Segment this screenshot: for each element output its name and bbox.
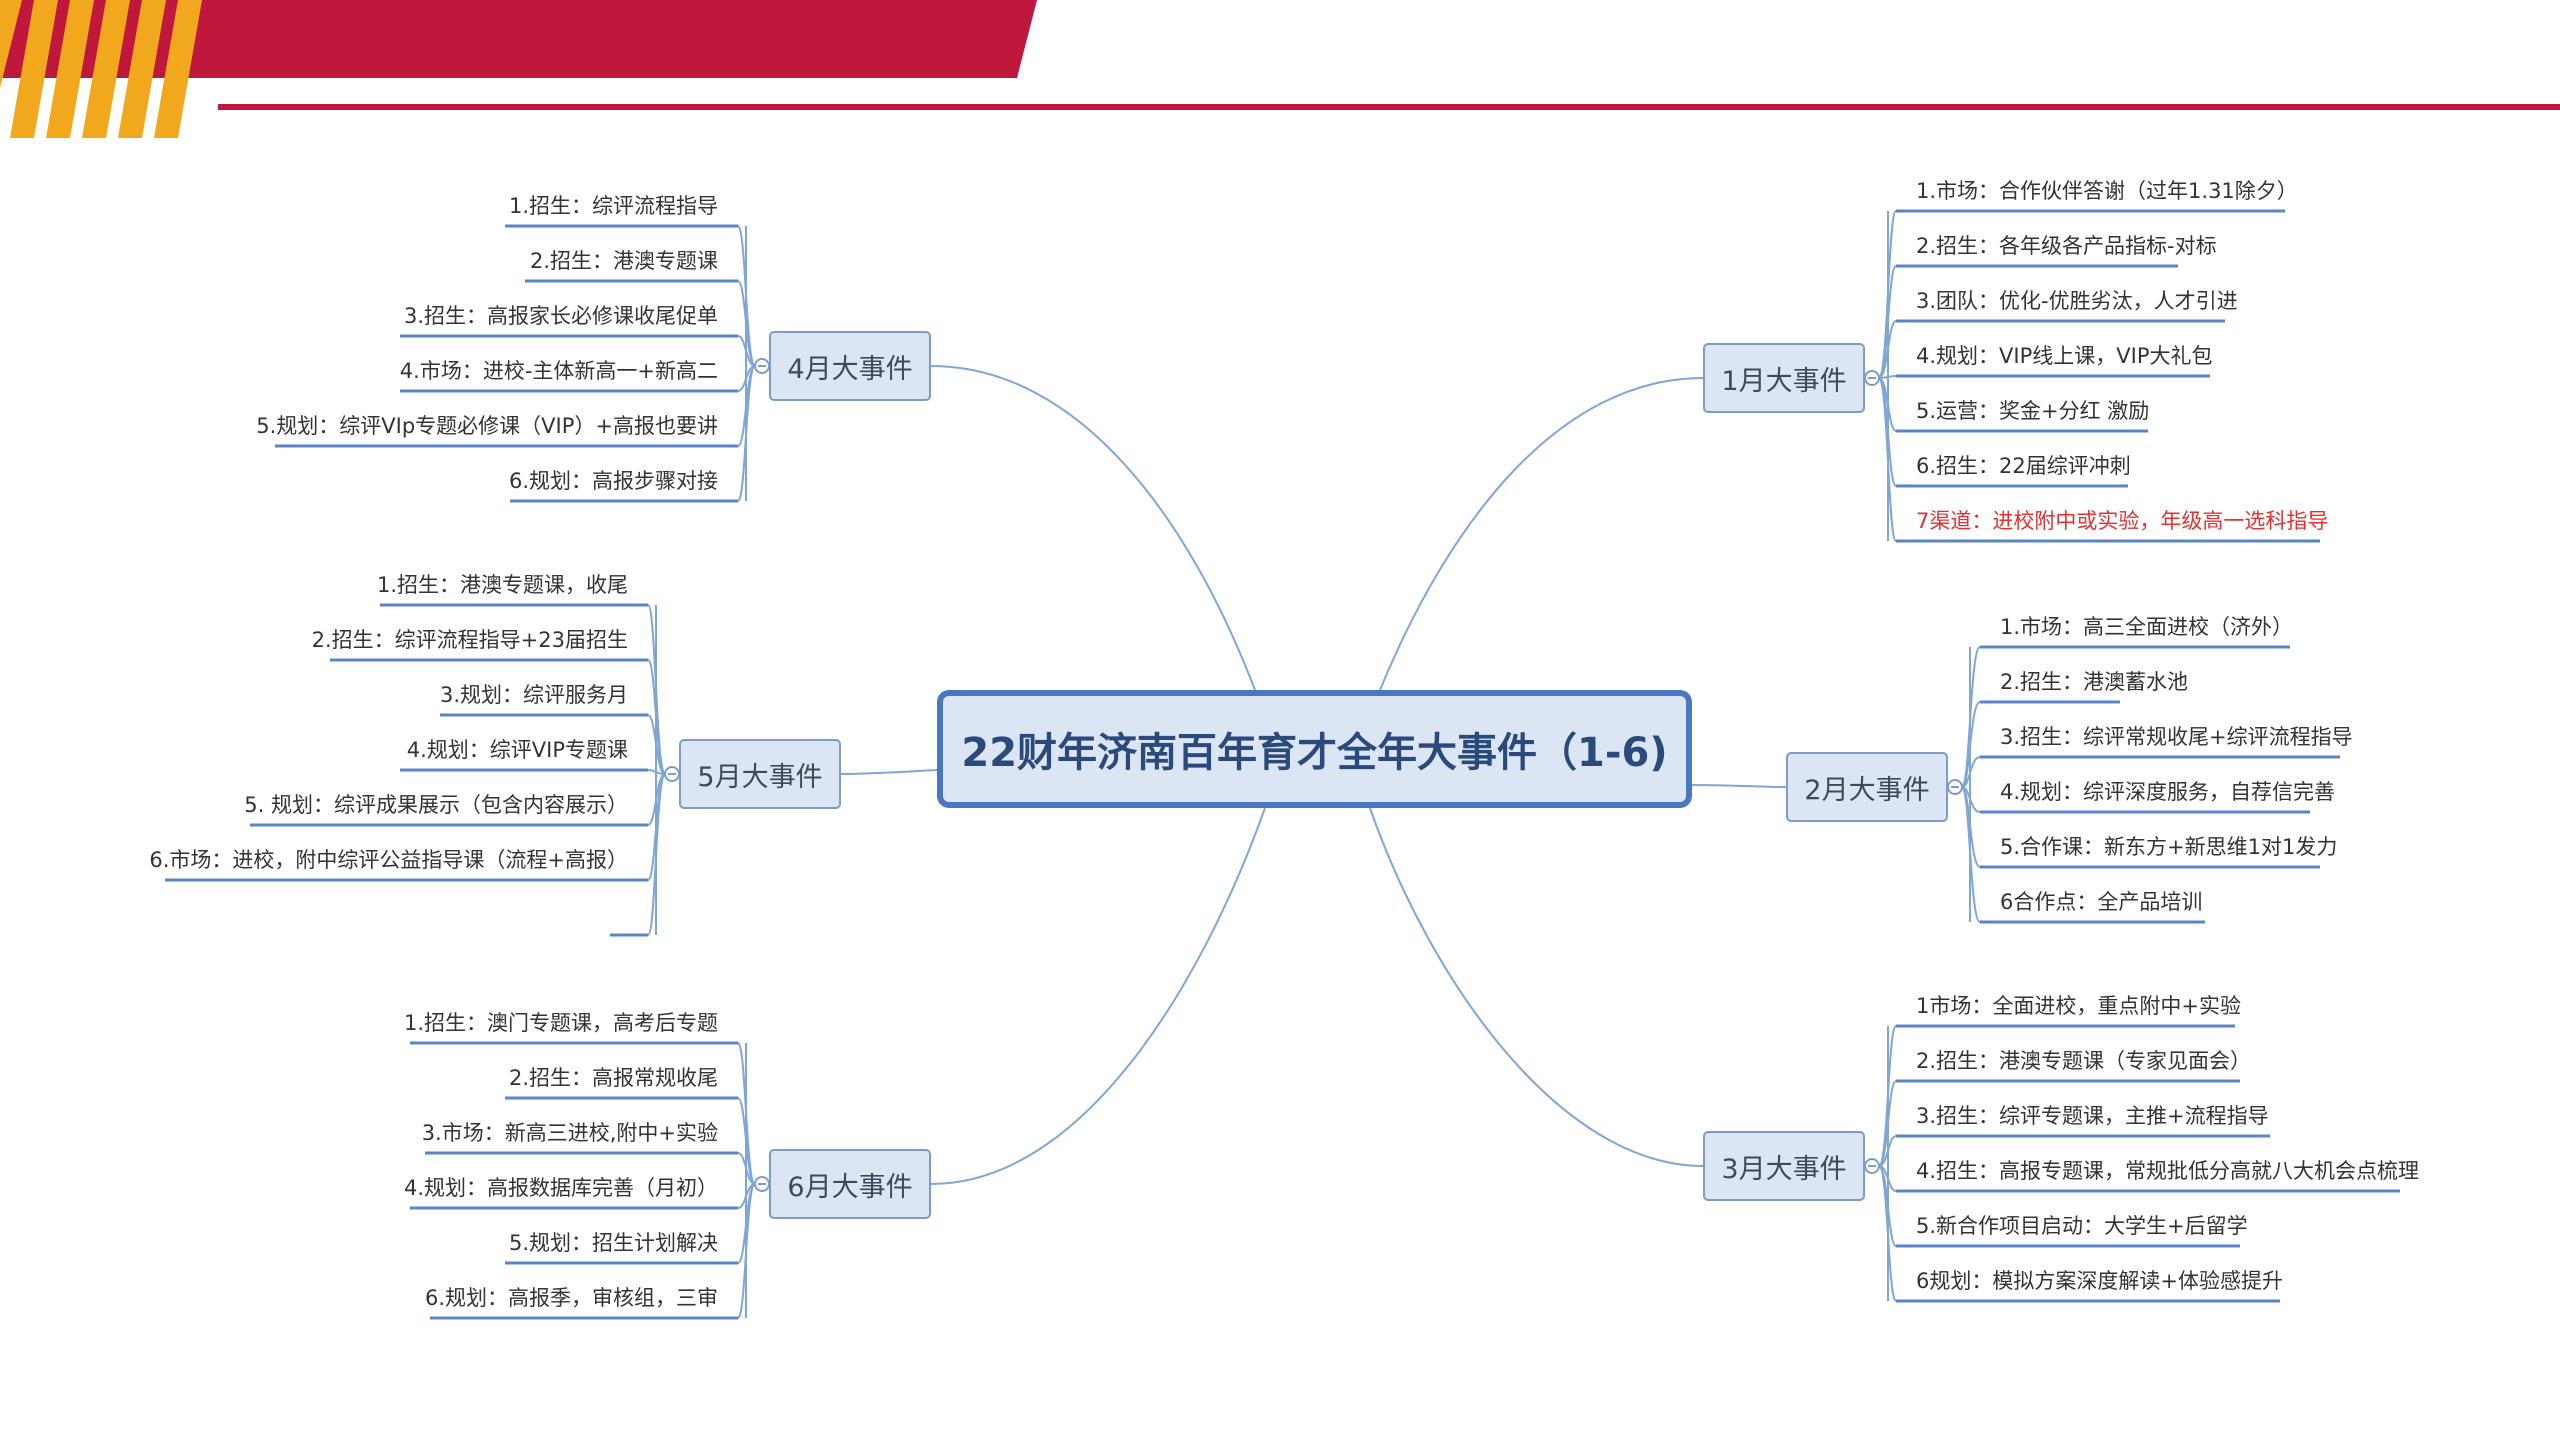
apr-branch-link-6	[737, 365, 756, 502]
mar-item-1: 1市场：全面进校，重点附中+实验	[1916, 994, 2241, 1018]
may-branch-link-3	[647, 714, 666, 775]
jan-branch-link-7	[1878, 377, 1897, 542]
jan-item-7: 7渠道：进校附中或实验，年级高一选科指导	[1916, 509, 2329, 533]
red-rule	[218, 104, 2560, 110]
may-item-4: 4.规划：综评VIP专题课	[406, 738, 628, 762]
orange-stripes	[0, 0, 202, 138]
feb-item-5: 5.合作课：新东方+新思维1对1发力	[2000, 835, 2338, 859]
may-item-3: 3.规划：综评服务月	[439, 683, 628, 707]
branch-node-jun[interactable]: 6月大事件	[769, 1149, 931, 1219]
header-decoration	[0, 0, 2560, 138]
mar-branch-link-6	[1878, 1165, 1897, 1302]
feb-item-4: 4.规划：综评深度服务，自荐信完善	[2000, 780, 2336, 804]
branch-node-jan[interactable]: 1月大事件	[1703, 343, 1865, 413]
mar-item-5: 5.新合作项目启动：大学生+后留学	[1916, 1214, 2248, 1238]
apr-branch-link-3	[737, 335, 756, 367]
jun-branch-link-2	[737, 1097, 756, 1185]
mar-branch-link-2	[1878, 1080, 1897, 1167]
feb-item-1: 1.市场：高三全面进校（济外）	[2000, 615, 2294, 639]
jan-branch-link-3	[1878, 320, 1897, 379]
feb-branch-link-3	[1961, 756, 1981, 788]
may-item-2: 2.招生：综评流程指导+23届招生	[311, 628, 628, 652]
apr-item-1: 1.招生：综评流程指导	[508, 194, 718, 218]
branch-node-mar[interactable]: 3月大事件	[1703, 1131, 1865, 1201]
jan-item-3: 3.团队：优化-优胜劣汰，人才引进	[1916, 289, 2238, 313]
apr-item-2: 2.招生：港澳专题课	[529, 249, 718, 273]
jan-item-2: 2.招生：各年级各产品指标-对标	[1916, 234, 2217, 258]
jan-item-5: 5.运营：奖金+分红 激励	[1916, 399, 2150, 423]
feb-item-3: 3.招生：综评常规收尾+综评流程指导	[2000, 725, 2353, 749]
central-topic[interactable]: 22财年济南百年育才全年大事件（1-6)	[937, 690, 1692, 808]
jun-item-5: 5.规划：招生计划解决	[508, 1231, 718, 1255]
feb-item-2: 2.招生：港澳蓄水池	[2000, 670, 2189, 694]
may-item-1: 1.招生：港澳专题课，收尾	[376, 573, 628, 597]
mar-item-2: 2.招生：港澳专题课（专家见面会）	[1916, 1049, 2252, 1073]
mar-item-4: 4.招生：高报专题课，常规批低分高就八大机会点梳理	[1916, 1159, 2420, 1183]
branch-node-may[interactable]: 5月大事件	[679, 739, 841, 809]
jun-item-2: 2.招生：高报常规收尾	[508, 1066, 718, 1090]
connector-jun	[930, 807, 1266, 1185]
jun-branch-link-6	[737, 1183, 756, 1319]
jan-item-1: 1.市场：合作伙伴答谢（过年1.31除夕）	[1916, 179, 2298, 203]
jan-item-4: 4.规划：VIP线上课，VIP大礼包	[1916, 344, 2213, 368]
mar-item-6: 6规划：模拟方案深度解读+体验感提升	[1916, 1269, 2283, 1293]
jun-item-6: 6.规划：高报季，审核组，三审	[424, 1286, 718, 1310]
apr-item-5: 5.规划：综评VIp专题必修课（VIP）+高报也要讲	[256, 414, 718, 438]
feb-branch-link-2	[1961, 701, 1981, 788]
jun-item-1: 1.招生：澳门专题课，高考后专题	[403, 1011, 718, 1035]
red-banner	[0, 0, 1037, 78]
connector-mar	[1369, 807, 1704, 1167]
apr-item-4: 4.市场：进校-主体新高一+新高二	[399, 359, 718, 383]
feb-item-6: 6合作点：全产品培训	[2000, 890, 2203, 914]
connector-may	[840, 769, 938, 775]
connector-jan	[1379, 377, 1704, 691]
may-item-5: 5. 规划：综评成果展示（包含内容展示）	[244, 793, 628, 817]
jun-item-4: 4.规划：高报数据库完善（月初）	[403, 1176, 718, 1200]
connector-feb	[1691, 784, 1787, 788]
apr-branch-link-2	[737, 280, 756, 367]
mar-branch-link-3	[1878, 1135, 1897, 1167]
jan-item-6: 6.招生：22届综评冲刺	[1916, 454, 2131, 478]
jun-branch-link-3	[737, 1152, 756, 1185]
branch-node-feb[interactable]: 2月大事件	[1786, 752, 1948, 822]
branch-node-apr[interactable]: 4月大事件	[769, 331, 931, 401]
feb-branch-link-6	[1961, 786, 1981, 923]
jun-item-3: 3.市场：新高三进校,附中+实验	[421, 1121, 718, 1145]
apr-item-6: 6.规划：高报步骤对接	[508, 469, 718, 493]
connector-apr	[930, 365, 1256, 691]
apr-item-3: 3.招生：高报家长必修课收尾促单	[403, 304, 718, 328]
mar-item-3: 3.招生：综评专题课，主推+流程指导	[1916, 1104, 2269, 1128]
may-branch-link-7	[647, 773, 666, 936]
may-item-6: 6.市场：进校，附中综评公益指导课（流程+高报）	[149, 848, 628, 872]
